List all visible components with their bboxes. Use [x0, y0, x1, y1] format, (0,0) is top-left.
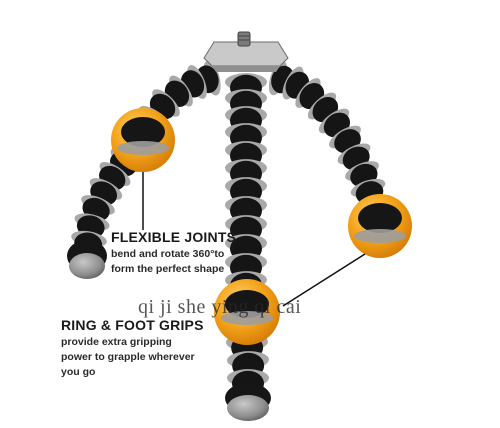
highlight-joint-center: [214, 279, 280, 345]
highlight-joint-right: [348, 194, 412, 258]
watermark-text: qi ji she ying qi cai: [138, 296, 302, 318]
ring-foot-grips-line: provide extra gripping: [61, 336, 172, 348]
center-leg: [225, 73, 269, 397]
camera-mount-plate: [203, 31, 289, 72]
flexible-joints-description: bend and rotate 360°to form the perfect …: [111, 247, 224, 277]
ring-foot-grips-title: RING & FOOT GRIPS: [61, 317, 204, 333]
flexible-joints-line: form the perfect shape: [111, 263, 225, 275]
ring-foot-grips-line: power to grapple wherever: [61, 351, 195, 363]
foot-grip-left: [67, 240, 107, 279]
foot-grip-center: [225, 383, 271, 421]
flexible-joints-title: FLEXIBLE JOINTS: [111, 229, 237, 245]
leader-line-right-joint: [282, 253, 366, 307]
flexible-joints-line: bend and rotate 360°to: [111, 248, 225, 260]
ring-foot-grips-description: provide extra gripping power to grapple …: [61, 335, 195, 380]
mount-screw: [237, 31, 251, 47]
ring-foot-grips-line: you go: [61, 366, 96, 378]
highlight-joint-left: [111, 108, 175, 172]
